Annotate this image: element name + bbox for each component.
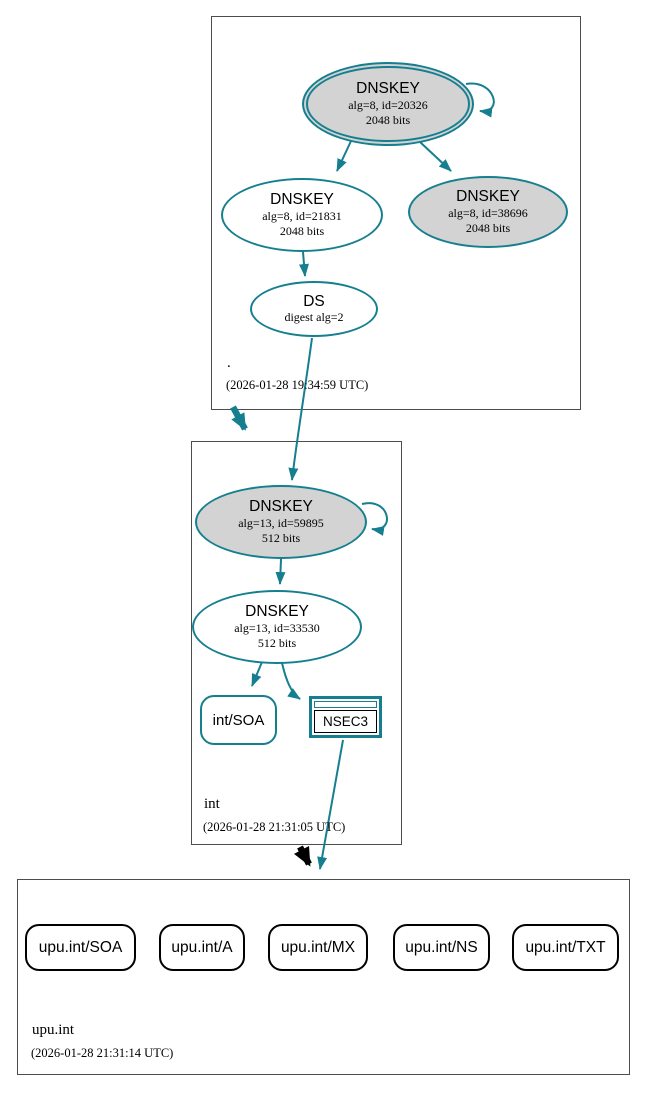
dnskey-node-int-zsk-33530[interactable]: DNSKEY alg=13, id=33530 512 bits — [192, 590, 362, 664]
nsec3-node[interactable]: NSEC3 — [309, 696, 382, 738]
dnskey-detail: alg=13, id=59895 — [238, 515, 324, 530]
dnskey-detail: alg=8, id=21831 — [262, 208, 342, 223]
zone-label-root: . — [227, 355, 231, 371]
zone-label-int: int — [204, 796, 220, 812]
rrset-node-upu-int-mx[interactable]: upu.int/MX — [268, 924, 368, 971]
rrset-label: upu.int/MX — [280, 938, 356, 956]
zone-label-upu-int: upu.int — [32, 1022, 75, 1038]
rrset-label: upu.int/SOA — [38, 938, 123, 956]
rrset-label: int/SOA — [212, 711, 265, 729]
dnskey-detail: alg=13, id=33530 — [234, 620, 320, 635]
dnskey-title: DNSKEY — [249, 498, 313, 516]
rrset-label: upu.int/TXT — [525, 938, 606, 956]
zone-timestamp-int: (2026-01-28 21:31:05 UTC) — [203, 820, 346, 834]
rrset-node-upu-int-txt[interactable]: upu.int/TXT — [512, 924, 619, 971]
edge-delegation-int-to-upuint — [294, 845, 312, 867]
rrset-label: upu.int/NS — [405, 938, 478, 956]
zone-box-root — [211, 16, 581, 410]
dnskey-detail: alg=8, id=20326 — [348, 97, 428, 112]
rrset-label: upu.int/A — [171, 938, 233, 956]
ds-detail: digest alg=2 — [284, 310, 344, 325]
edge-delegation-root-to-int — [230, 405, 248, 431]
rrset-node-upu-int-a[interactable]: upu.int/A — [159, 924, 245, 971]
dnskey-node-int-ksk-59895[interactable]: DNSKEY alg=13, id=59895 512 bits — [195, 485, 367, 559]
nsec3-records-strip — [314, 701, 377, 708]
rrset-node-upu-int-ns[interactable]: upu.int/NS — [393, 924, 490, 971]
nsec3-label: NSEC3 — [314, 710, 377, 733]
dnskey-title: DNSKEY — [356, 80, 420, 98]
dnskey-detail: 512 bits — [261, 530, 301, 545]
ds-title: DS — [303, 292, 325, 310]
dnskey-node-root-zsk-21831[interactable]: DNSKEY alg=8, id=21831 2048 bits — [221, 178, 383, 252]
dnskey-detail: alg=8, id=38696 — [448, 205, 528, 220]
zone-box-upu-int — [17, 879, 630, 1075]
dnskey-detail: 2048 bits — [465, 220, 511, 235]
rrset-node-upu-int-soa[interactable]: upu.int/SOA — [25, 924, 136, 971]
dnskey-detail: 512 bits — [257, 635, 297, 650]
ds-node-root[interactable]: DS digest alg=2 — [250, 281, 378, 337]
dnskey-title: DNSKEY — [245, 603, 309, 621]
zone-timestamp-upu-int: (2026-01-28 21:31:14 UTC) — [31, 1046, 174, 1060]
rrset-node-int-soa[interactable]: int/SOA — [200, 695, 277, 745]
dnskey-title: DNSKEY — [456, 188, 520, 206]
dnskey-detail: 2048 bits — [279, 223, 325, 238]
dnskey-detail: 2048 bits — [365, 112, 411, 127]
dnskey-node-root-ksk-20326[interactable]: DNSKEY alg=8, id=20326 2048 bits — [302, 62, 474, 146]
dnskey-node-root-zsk-38696[interactable]: DNSKEY alg=8, id=38696 2048 bits — [408, 176, 568, 248]
dnskey-title: DNSKEY — [270, 191, 334, 209]
zone-timestamp-root: (2026-01-28 19:34:59 UTC) — [226, 378, 369, 392]
